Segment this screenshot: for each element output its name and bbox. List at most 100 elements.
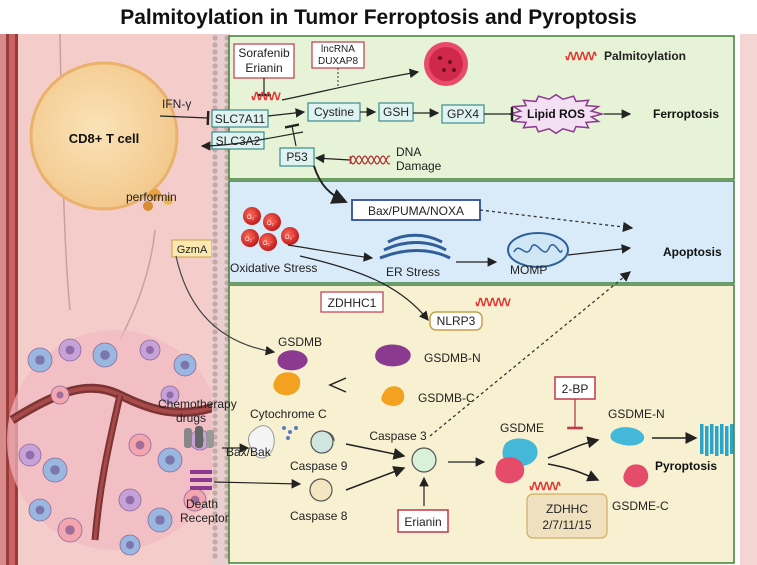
momp-to-apoptosis-arrow [567, 244, 632, 256]
erianin-pyro-label: Erianin [404, 515, 441, 529]
ros-molecule-label: O₂⁻ [263, 241, 273, 247]
gsdme-label: GSDME [500, 421, 544, 435]
momp-label: MOMP [510, 263, 547, 277]
apoptosis-panel [228, 180, 735, 284]
tissue-edge [0, 34, 6, 565]
nlrp3-box [429, 311, 483, 331]
ros-molecule-label: O₂⁻ [245, 237, 255, 243]
ifn-gamma-inhibition [159, 110, 210, 126]
pyroptosis-panel [228, 284, 735, 564]
p53-to-bax-arrow [313, 165, 348, 204]
palmitoylation-legend-label: Palmitoylation [604, 49, 686, 63]
bax-puma-noxa-label: Bax/PUMA/NOXA [368, 204, 464, 218]
death-label-2: Receptor [180, 511, 229, 525]
sorafenib-erianin-box [233, 43, 295, 79]
cd8-t-cell-label: CD8+ T cell [69, 131, 139, 146]
gsdmb-c-label: GSDMB-C [418, 391, 475, 405]
ros-molecule-label: O₂⁻ [285, 235, 295, 241]
ifn-gamma-label: IFN-γ [162, 97, 191, 111]
membrane-pore-icon [700, 424, 734, 456]
ros-molecule-icon [281, 227, 299, 245]
gsdme-protein-icon [495, 438, 538, 484]
slc-to-cystine-arrow [267, 108, 306, 118]
zdhhc1-label: ZDHHC1 [328, 296, 377, 310]
tumor-mass [7, 330, 223, 556]
death-label-1: Death [186, 497, 218, 511]
p53-box [279, 147, 315, 167]
gpx4-label: GPX4 [447, 107, 479, 121]
palmitoylation-wave-icon [565, 51, 597, 61]
caspase3-label: Caspase 3 [369, 429, 427, 443]
apoptosis-label: Apoptosis [663, 245, 722, 259]
gsdme-palmitoylation-icon [529, 481, 561, 491]
lncrna-label-2: DUXAP8 [318, 56, 358, 67]
erianin-box [397, 509, 449, 533]
zdhhc-label-1: ZDHHC [546, 502, 588, 516]
gsdme-n-label: GSDME-N [608, 407, 665, 421]
zdhhc-box [526, 493, 608, 539]
chemotherapy-label-2: drugs [176, 411, 206, 425]
performin-label: performin [126, 190, 177, 204]
caspase9-body [310, 430, 334, 454]
lipid-ros-label: Lipid ROS [527, 107, 585, 121]
pyroptosis-label: Pyroptosis [655, 459, 717, 473]
gsdme-c-icon [623, 464, 649, 488]
ros-to-nlrp3-arrow [299, 255, 429, 321]
cytochrome-c-label: Cytochrome C [250, 407, 327, 421]
er-stress-label: ER Stress [386, 265, 440, 279]
right-membrane [740, 34, 757, 565]
caspase3-icon [411, 447, 437, 473]
caspase9-to-caspase3-arrow [345, 443, 406, 460]
gsdmb-n-icon [375, 344, 411, 367]
gsdme-n-icon [610, 427, 645, 446]
gsh-box [378, 102, 414, 122]
death-receptor-to-caspase8-arrow [213, 479, 302, 489]
cytochrome-c-dots [282, 426, 298, 440]
slc7a11-label: SLC7A11 [215, 112, 266, 126]
ros-cluster: O₂⁻O₂⁻O₂⁻O₂⁻O₂⁻ [241, 207, 299, 251]
slc7a11-to-vesicle-arrow [281, 68, 420, 101]
nlrp3-palmitoylation-icon [475, 297, 511, 307]
gsdme-to-n-arrow [547, 436, 600, 459]
oxidative-stress-label: Oxidative Stress [230, 261, 317, 275]
gzma-label: GzmA [177, 244, 208, 256]
dna-helix-icon [349, 155, 391, 165]
slc7a11-palmitoylation-icon [251, 91, 281, 101]
erianin-label: Erianin [245, 61, 282, 75]
mito-release-icon [247, 425, 275, 459]
zdhhc-label-2: 2/7/11/15 [542, 518, 591, 532]
cd8-t-cell: CD8+ T cell [29, 61, 179, 211]
slc7a11-box [211, 109, 269, 128]
caspase9-label: Caspase 9 [290, 459, 348, 473]
ferroptosis-label: Ferroptosis [653, 107, 719, 121]
zdhhc1-box [320, 291, 384, 313]
figure-title: Palmitoylation in Tumor Ferroptosis and … [120, 6, 637, 29]
p53-label: P53 [286, 150, 308, 164]
er-stress-icon [379, 233, 451, 260]
gsh-label: GSH [383, 105, 409, 119]
drug-vials-icon [184, 426, 214, 448]
gsdmb-label: GSDMB [278, 335, 322, 349]
caspase8-icon [309, 478, 333, 502]
p53-inhibits-slc7a11 [284, 123, 300, 147]
ros-molecule-icon [263, 213, 281, 231]
nlrp3-label: NLRP3 [437, 314, 476, 328]
sorafenib-label: Sorafenib [238, 46, 290, 60]
bax-bak-label: Bax/Bak [226, 445, 272, 459]
caspase8-label: Caspase 8 [290, 509, 348, 523]
ros-to-er-stress-arrow [287, 244, 374, 262]
gsdmb-protein-icon [273, 350, 308, 396]
gsdme-to-c-arrow [547, 463, 600, 482]
caspase8-to-caspase3-arrow [345, 466, 406, 491]
gsdme-c-label: GSDME-C [612, 499, 669, 513]
ros-molecule-label: O₂⁻ [247, 215, 257, 221]
ros-molecule-icon [259, 233, 277, 251]
dna-label-1: DNA [396, 145, 421, 159]
cystine-label: Cystine [314, 105, 354, 119]
dna-label-2: Damage [396, 159, 442, 173]
gsdmb-c-icon [381, 386, 405, 406]
cystine-export-arrow [200, 131, 304, 151]
ros-molecule-icon [243, 207, 261, 225]
ros-molecule-icon [241, 229, 259, 247]
